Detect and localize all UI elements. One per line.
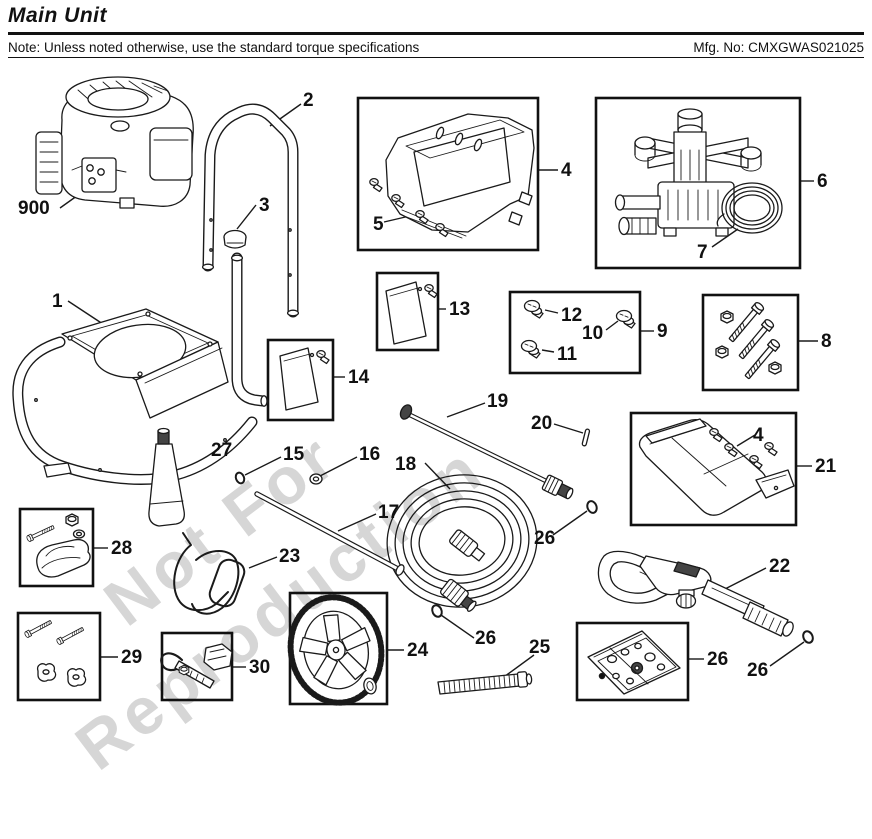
part-label-2: 2	[303, 90, 314, 111]
box-21	[629, 411, 798, 527]
spray-wand-illustration	[399, 404, 574, 500]
part-label-14: 14	[348, 367, 370, 388]
part-label-25: 25	[529, 637, 551, 658]
part-label-17: 17	[378, 502, 400, 523]
part-label-4: 4	[561, 160, 572, 181]
box-29	[16, 611, 102, 702]
spray-gun-illustration	[597, 550, 794, 637]
page-title: Main Unit	[8, 4, 107, 27]
parts-diagram-page: Main Unit Note: Unless noted otherwise, …	[8, 4, 864, 784]
part-label-1: 1	[52, 291, 63, 312]
frame-upright-tube	[230, 252, 269, 407]
nozzle-cone-illustration	[148, 427, 185, 527]
part-label-26-kit: 26	[707, 649, 729, 670]
box-14	[266, 338, 335, 422]
part-label-5: 5	[373, 214, 384, 235]
part-label-7: 7	[697, 242, 708, 263]
part-boxes	[16, 96, 802, 706]
part-label-900: 900	[18, 198, 50, 219]
knob-bolt-kit-illustration	[23, 618, 87, 687]
side-panel-14-illustration	[279, 347, 330, 411]
box-4-5	[356, 96, 540, 252]
part-label-19: 19	[487, 391, 509, 412]
part-label-10: 10	[582, 323, 604, 344]
panel-illustration	[369, 113, 535, 239]
part-label-18: 18	[395, 454, 417, 475]
pump-oring-coil-illustration	[716, 182, 783, 234]
note-divider	[8, 57, 864, 58]
diagram-canvas	[12, 76, 818, 706]
cable-tie-illustration	[437, 671, 533, 695]
engine-illustration	[35, 76, 194, 209]
part-label-30: 30	[249, 657, 271, 678]
part-label-9: 9	[657, 321, 668, 342]
part-label-28: 28	[111, 538, 133, 559]
oring-15-illustration	[234, 471, 246, 485]
pump-illustration	[614, 108, 762, 237]
axle-rod-illustration	[254, 491, 405, 576]
box-28	[18, 507, 95, 588]
wheel-illustration	[287, 594, 385, 706]
wire-clip-illustration	[173, 532, 246, 615]
box-6-7	[594, 96, 802, 270]
part-label-13: 13	[449, 299, 471, 320]
part-label-27: 27	[211, 440, 233, 461]
part-label-4-tray: 4	[753, 425, 764, 446]
part-label-6: 6	[817, 171, 828, 192]
pin-illustration	[581, 428, 591, 447]
part-label-8: 8	[821, 331, 832, 352]
j-hook-kit-illustration	[160, 643, 233, 689]
part-label-3: 3	[259, 195, 270, 216]
part-label-24: 24	[407, 640, 429, 661]
handle-cap-illustration	[223, 229, 247, 249]
part-label-23: 23	[279, 546, 301, 567]
side-panel-13-illustration	[385, 281, 438, 345]
part-label-16: 16	[359, 444, 381, 465]
foot-kit-illustration	[25, 513, 91, 578]
part-label-20: 20	[531, 413, 553, 434]
oring-26-top	[584, 498, 600, 516]
part-label-12: 12	[561, 305, 583, 326]
part-label-15: 15	[283, 444, 305, 465]
box-13	[375, 271, 440, 352]
handle-illustration	[201, 103, 300, 318]
torque-note: Note: Unless noted otherwise, use the st…	[8, 40, 420, 55]
part-label-26-bottom: 26	[475, 628, 497, 649]
part-label-29: 29	[121, 647, 143, 668]
hose-illustration	[386, 474, 538, 612]
box-8	[701, 293, 800, 392]
part-label-26-top: 26	[534, 528, 556, 549]
frame-illustration	[12, 308, 258, 485]
part-label-22: 22	[769, 556, 791, 577]
bolt-kit-illustration	[715, 300, 782, 382]
oring-kit-illustration	[587, 630, 681, 695]
box-9-10-11-12	[508, 290, 642, 375]
box-26-kit	[575, 621, 690, 702]
part-label-11: 11	[557, 344, 578, 365]
part-label-26-gun: 26	[747, 660, 769, 681]
title-divider	[8, 32, 864, 35]
tray-illustration	[638, 418, 795, 516]
washer-16-illustration	[309, 473, 323, 485]
mfg-number: Mfg. No: CMXGWAS021025	[693, 40, 864, 55]
part-label-21: 21	[815, 456, 837, 477]
